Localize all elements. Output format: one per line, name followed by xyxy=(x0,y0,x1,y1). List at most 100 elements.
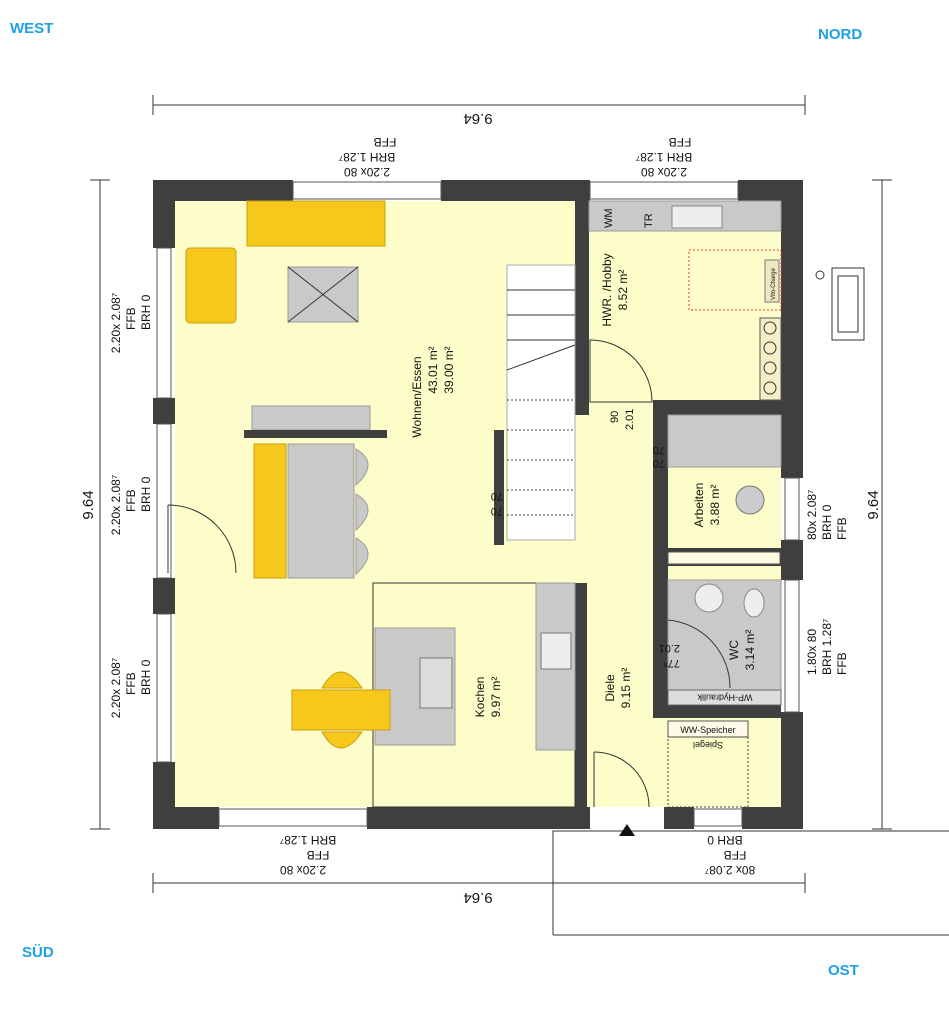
entrance-arrow-icon xyxy=(619,824,635,836)
door-wc-height: 2.01 xyxy=(659,642,680,654)
svg-text:BRH 0: BRH 0 xyxy=(707,833,743,847)
svg-text:FFB: FFB xyxy=(835,517,849,540)
room-wohnen-area1: 43.01 m² xyxy=(426,346,440,393)
windows xyxy=(156,181,800,827)
dimension-bottom: 9.64 xyxy=(463,889,492,906)
window-label-top-right: 2.20x 80 BRH 1.28⁷ FFB xyxy=(636,135,692,179)
room-wc-name: WC xyxy=(727,640,741,660)
compass-sued: SÜD xyxy=(22,944,54,961)
dimension-top: 9.64 xyxy=(463,110,492,127)
compass-nord: NORD xyxy=(818,26,862,43)
outdoor-unit xyxy=(815,267,865,341)
dimension-lines xyxy=(90,95,892,893)
svg-text:1.80x 80: 1.80x 80 xyxy=(805,629,819,675)
svg-text:2.20x 80: 2.20x 80 xyxy=(280,863,326,877)
desk xyxy=(667,414,782,468)
door-stair-width: 70 xyxy=(491,490,503,502)
bar-table xyxy=(291,689,391,731)
room-wohnen-area2: 39.00 m² xyxy=(442,346,456,393)
room-kochen-name: Kochen xyxy=(473,677,487,718)
kitchen-sink xyxy=(540,632,572,670)
ww-speicher-label: WW-Speicher xyxy=(680,725,735,735)
room-wohnen-name: Wohnen/Essen xyxy=(410,356,424,437)
wp-hydraulik-unit xyxy=(667,689,782,706)
vito-charge-zone xyxy=(688,249,782,311)
cooktop xyxy=(419,657,453,709)
dining-table xyxy=(287,443,355,579)
dimension-right: 9.64 xyxy=(865,490,882,519)
svg-text:2.20x 80: 2.20x 80 xyxy=(641,165,687,179)
svg-text:80x 2.08⁷: 80x 2.08⁷ xyxy=(705,863,755,877)
svg-text:FFB: FFB xyxy=(124,672,138,695)
window-label-right-upper: 80x 2.08⁷ BRH 0 FFB xyxy=(805,490,849,540)
svg-text:FFB: FFB xyxy=(124,307,138,330)
coffee-table xyxy=(287,266,359,323)
sofa xyxy=(246,200,386,247)
toilet xyxy=(743,588,765,618)
door-hwr-width: 90 xyxy=(609,411,621,423)
svg-text:2.20x 80: 2.20x 80 xyxy=(344,165,390,179)
office-chair xyxy=(735,485,765,515)
window-label-bottom-left: BRH 1.28⁷ FFB 2.20x 80 xyxy=(280,833,337,877)
dimension-left: 9.64 xyxy=(80,490,97,519)
svg-text:2.20x 2.08⁷: 2.20x 2.08⁷ xyxy=(109,475,123,535)
wardrobe-zone xyxy=(667,736,749,808)
wardrobe-arbeiten xyxy=(667,551,781,565)
door-hwr-height: 2.01 xyxy=(624,409,636,430)
room-diele-name: Diele xyxy=(603,674,617,702)
svg-text:BRH 0: BRH 0 xyxy=(139,294,153,330)
svg-text:BRH 1.28⁷: BRH 1.28⁷ xyxy=(280,833,336,847)
vito-charge-unit xyxy=(764,259,780,303)
terrace-outline xyxy=(552,830,949,936)
room-kochen-area: 9.97 m² xyxy=(489,677,503,718)
staircase xyxy=(506,264,576,541)
svg-text:FFB: FFB xyxy=(307,848,330,862)
window-label-right-lower: 1.80x 80 BRH 1.28⁷ FFB xyxy=(805,619,849,675)
window-label-bottom-right: BRH 0 FFB 80x 2.08⁷ xyxy=(705,833,755,877)
room-arbeiten-name: Arbeiten xyxy=(692,483,706,528)
room-diele-area: 9.15 m² xyxy=(619,668,633,709)
svg-text:FFB: FFB xyxy=(669,135,692,149)
dining-bench xyxy=(253,443,287,579)
svg-text:FFB: FFB xyxy=(724,848,747,862)
door-stair-height: 70 xyxy=(491,505,503,517)
sink-hwr xyxy=(671,205,723,229)
window-label-left-2: 2.20x 2.08⁷ FFB BRH 0 xyxy=(109,475,153,535)
bar-stools xyxy=(321,671,363,749)
svg-text:FFB: FFB xyxy=(835,652,849,675)
spiegel-label: Spiegel xyxy=(693,740,723,750)
svg-text:BRH 0: BRH 0 xyxy=(139,476,153,512)
window-label-top-left: 2.20x 80 BRH 1.28⁷ FFB xyxy=(339,135,397,179)
svg-text:80x 2.08⁷: 80x 2.08⁷ xyxy=(805,490,819,540)
svg-text:2.20x 2.08⁷: 2.20x 2.08⁷ xyxy=(109,658,123,718)
heating-manifold xyxy=(759,317,782,401)
door-arbeiten-width: 70 xyxy=(653,444,665,456)
room-arbeiten-area: 3.88 m² xyxy=(708,485,722,526)
window-label-left-3: 2.20x 2.08⁷ FFB BRH 0 xyxy=(109,658,153,718)
sideboard xyxy=(251,405,371,431)
svg-text:BRH 0: BRH 0 xyxy=(820,504,834,540)
svg-text:2.20x 2.08⁷: 2.20x 2.08⁷ xyxy=(109,293,123,353)
door-arbeiten-height: 70 xyxy=(653,457,665,469)
door-wc-width: 77⁵ xyxy=(663,657,680,669)
svg-text:BRH 1.28⁷: BRH 1.28⁷ xyxy=(636,150,692,164)
svg-text:BRH 1.28⁷: BRH 1.28⁷ xyxy=(339,150,395,164)
tv-wall xyxy=(244,430,387,438)
washbasin xyxy=(694,583,724,613)
compass-west: WEST xyxy=(10,20,53,37)
room-wc-area: 3.14 m² xyxy=(743,630,757,671)
wp-hydraulik-label: WP-Hydraulik xyxy=(697,693,753,703)
window-label-left-1: 2.20x 2.08⁷ FFB BRH 0 xyxy=(109,293,153,353)
room-hwr-area: 8.52 m² xyxy=(616,270,630,311)
room-hwr-name: HWR. /Hobby xyxy=(600,253,614,326)
dining-chairs xyxy=(355,448,369,576)
svg-text:FFB: FFB xyxy=(124,489,138,512)
doors xyxy=(167,339,731,808)
armchair xyxy=(185,247,237,324)
svg-text:BRH 1.28⁷: BRH 1.28⁷ xyxy=(820,619,834,675)
svg-text:BRH 0: BRH 0 xyxy=(139,659,153,695)
compass-ost: OST xyxy=(828,962,859,979)
tr-label: TR xyxy=(643,213,655,228)
wm-label: WM xyxy=(603,208,615,228)
